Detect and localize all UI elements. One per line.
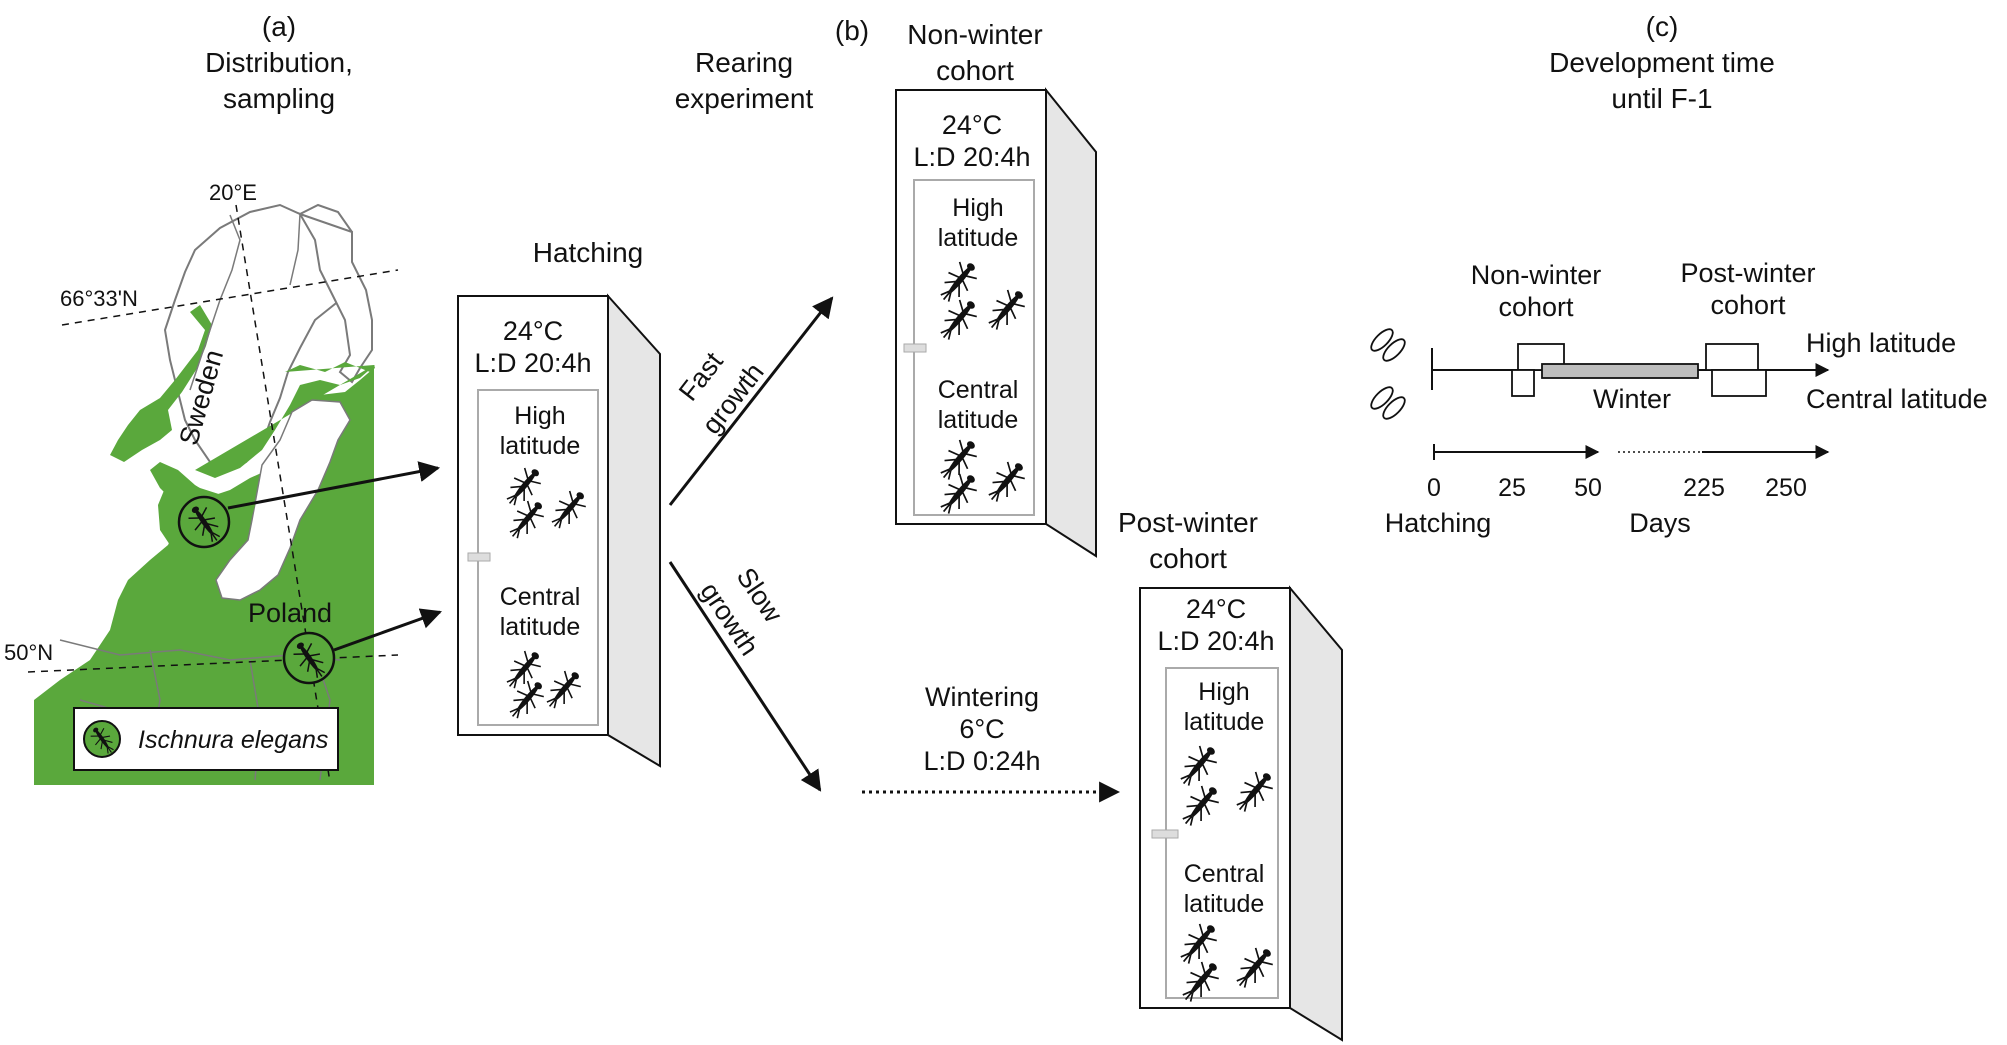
nonwinter-photoperiod: L:D 20:4h [913,142,1030,172]
x-axis-label: Days [1629,508,1691,538]
parallel-label: 50°N [4,640,53,665]
panel-c-label: (c) [1646,11,1679,42]
wintering-title: Wintering [925,682,1039,712]
arrow-fast-growth [668,296,834,506]
nonwinter-high-label-2: latitude [938,224,1019,252]
box-nonwinter-central [1511,369,1535,397]
range-main [195,365,375,478]
postwinter-cabinet: 24°C L:D 20:4h High latitude Central lat… [1139,585,1343,1042]
panel-a-header: (a) Distribution, sampling [205,11,353,114]
hatching-title: Hatching [533,237,644,268]
nonwinter-central-label-1: Central [938,376,1019,404]
arrow-sweden-to-hatching [227,461,441,510]
panel-c-title-line1: Development time [1549,47,1775,78]
postwinter-photoperiod: L:D 20:4h [1157,626,1274,656]
timeline-chart: Non-winter cohort Post-winter cohort Win… [1370,258,1988,538]
country-poland-label: Poland [248,598,332,628]
panel-a-title-line1: Distribution, [205,47,353,78]
nonwinter-title-2: cohort [936,55,1014,86]
tick-label-250: 250 [1765,474,1807,502]
box-postwinter-high [1705,343,1759,371]
nonwinter-central-label-2: latitude [938,406,1019,434]
hatching-cabinet: 24°C L:D 20:4h High latitude Central lat… [457,293,661,768]
arrow-slow-growth [668,561,822,792]
sampling-site-poland [282,631,336,685]
postwinter-high-label-1: High [1198,678,1249,706]
timeline-winter-label: Winter [1593,384,1671,414]
panel-b-title-line1: Rearing [695,47,793,78]
hatching-central-label-1: Central [500,583,581,611]
timeline-postwinter-2: cohort [1710,290,1786,320]
nonwinter-high-label-1: High [952,194,1003,222]
tick-label-0: 0 [1427,474,1441,502]
postwinter-high-label-2: latitude [1184,708,1265,736]
timeline-nonwinter-2: cohort [1498,292,1574,322]
hatching-high-label-2: latitude [500,432,581,460]
postwinter-title-2: cohort [1149,543,1227,574]
x-origin-label: Hatching [1385,508,1492,538]
wintering-photoperiod: L:D 0:24h [923,746,1040,776]
range-continent [285,362,375,372]
nonwinter-temp: 24°C [942,110,1002,140]
nonwinter-title-1: Non-winter [907,19,1042,50]
panel-a-title-line2: sampling [223,83,335,114]
tick-label-225: 225 [1683,474,1725,502]
sampling-site-sweden [177,495,231,549]
wintering-temp: 6°C [959,714,1004,744]
hatching-central-label-2: latitude [500,613,581,641]
panel-b-label: (b) [835,15,869,46]
map: 20°E 66°33'N 50°N Sweden Poland Ischnura… [4,180,399,785]
postwinter-central-label-1: Central [1184,860,1265,888]
scandinavia-outline [163,203,354,472]
tick-label-50: 50 [1574,474,1602,502]
arrow-poland-to-hatching [333,608,442,652]
postwinter-temp: 24°C [1186,594,1246,624]
map-legend: Ischnura elegans [73,707,339,771]
tick-label-25: 25 [1498,474,1526,502]
postwinter-title-1: Post-winter [1118,507,1258,538]
arctic-circle-label: 66°33'N [60,286,138,311]
egg-icon-central [1370,386,1406,420]
baltic-sea [215,399,351,601]
range-norway-coast [110,305,212,462]
postwinter-central-label-2: latitude [1184,890,1265,918]
egg-icon-high [1370,328,1406,362]
nonwinter-cabinet: 24°C L:D 20:4h High latitude Central lat… [895,87,1097,558]
meridian-label: 20°E [209,180,257,205]
panel-c-title-line2: until F-1 [1611,83,1712,114]
panel-b-title-line2: experiment [675,83,814,114]
panel-a-label: (a) [262,11,296,42]
timeline-nonwinter-1: Non-winter [1471,260,1602,290]
arctic-circle-line [61,269,399,326]
parallel-50n-line [27,654,399,673]
hatching-temp: 24°C [503,316,563,346]
timeline-row-central: Central latitude [1806,384,1988,414]
timeline-postwinter-1: Post-winter [1680,258,1815,288]
hatching-high-label-1: High [514,402,565,430]
legend-species-label: Ischnura elegans [138,726,328,754]
hatching-photoperiod: L:D 20:4h [474,348,591,378]
box-postwinter-central [1711,369,1767,397]
timeline-row-high: High latitude [1806,328,1956,358]
meridian-20e-line [235,204,331,783]
winter-bar [1541,363,1699,379]
finland-outline [297,212,373,384]
